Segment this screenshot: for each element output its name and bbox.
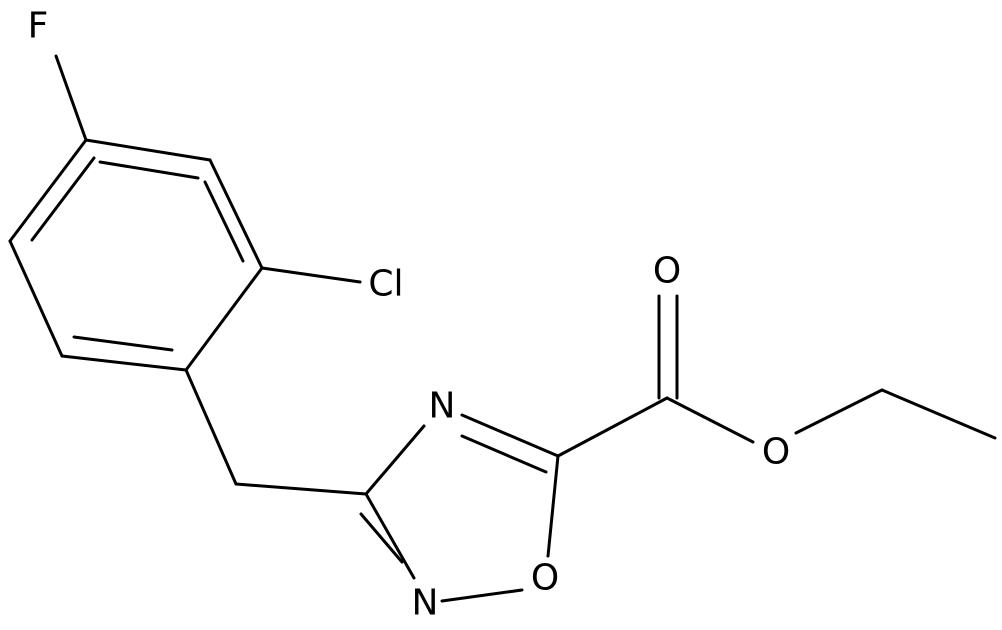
bond-ring-c2-c3-inner bbox=[203, 180, 245, 263]
bond-ring-c6-c1-inner bbox=[30, 156, 96, 242]
bond-carbonyl-ester-o bbox=[665, 396, 755, 444]
bond-c-f bbox=[54, 54, 88, 142]
bond-c-cl bbox=[260, 266, 362, 284]
bond-c3-n4 bbox=[364, 424, 426, 496]
bond-o1-n2 bbox=[440, 588, 524, 603]
bond-ring-c1-c2-inner bbox=[98, 160, 200, 180]
atom-label-ring-oxygen: O bbox=[531, 558, 559, 599]
atom-label-fluorine: F bbox=[28, 6, 49, 47]
bond-ch2-oxadiazole bbox=[234, 482, 368, 496]
bond-n2-c3 bbox=[364, 492, 416, 580]
bond-ring-c6-c1 bbox=[8, 138, 88, 243]
benzene-ring bbox=[8, 138, 264, 372]
bond-n4-c5-inner bbox=[460, 434, 548, 474]
atom-label-ring-nitrogen-upper: N bbox=[429, 386, 456, 427]
bond-c5-carbonyl bbox=[556, 396, 669, 458]
bond-ring-ch2 bbox=[184, 368, 238, 486]
bond-ester-o-ch2 bbox=[794, 388, 884, 435]
oxadiazole-ring bbox=[359, 413, 560, 603]
bond-n4-c5 bbox=[460, 413, 560, 458]
bond-ring-c4-c5-inner bbox=[72, 335, 174, 352]
bond-ring-c1-c2 bbox=[84, 138, 212, 162]
bond-c5-o1 bbox=[546, 454, 560, 558]
atom-label-ester-oxygen: O bbox=[762, 432, 790, 473]
bond-ring-c5-c6 bbox=[8, 239, 64, 358]
atom-label-ring-nitrogen-lower: N bbox=[412, 583, 439, 624]
bond-n2-c3-inner bbox=[359, 512, 404, 564]
bond-ring-c4-c5 bbox=[60, 354, 188, 372]
atom-label-carbonyl-oxygen: O bbox=[653, 251, 681, 292]
bond-ring-c3-c4 bbox=[184, 266, 264, 372]
bond-ch2-ch3 bbox=[880, 388, 997, 440]
atom-label-chlorine: Cl bbox=[368, 264, 403, 305]
bond-ring-c2-c3 bbox=[208, 158, 264, 270]
